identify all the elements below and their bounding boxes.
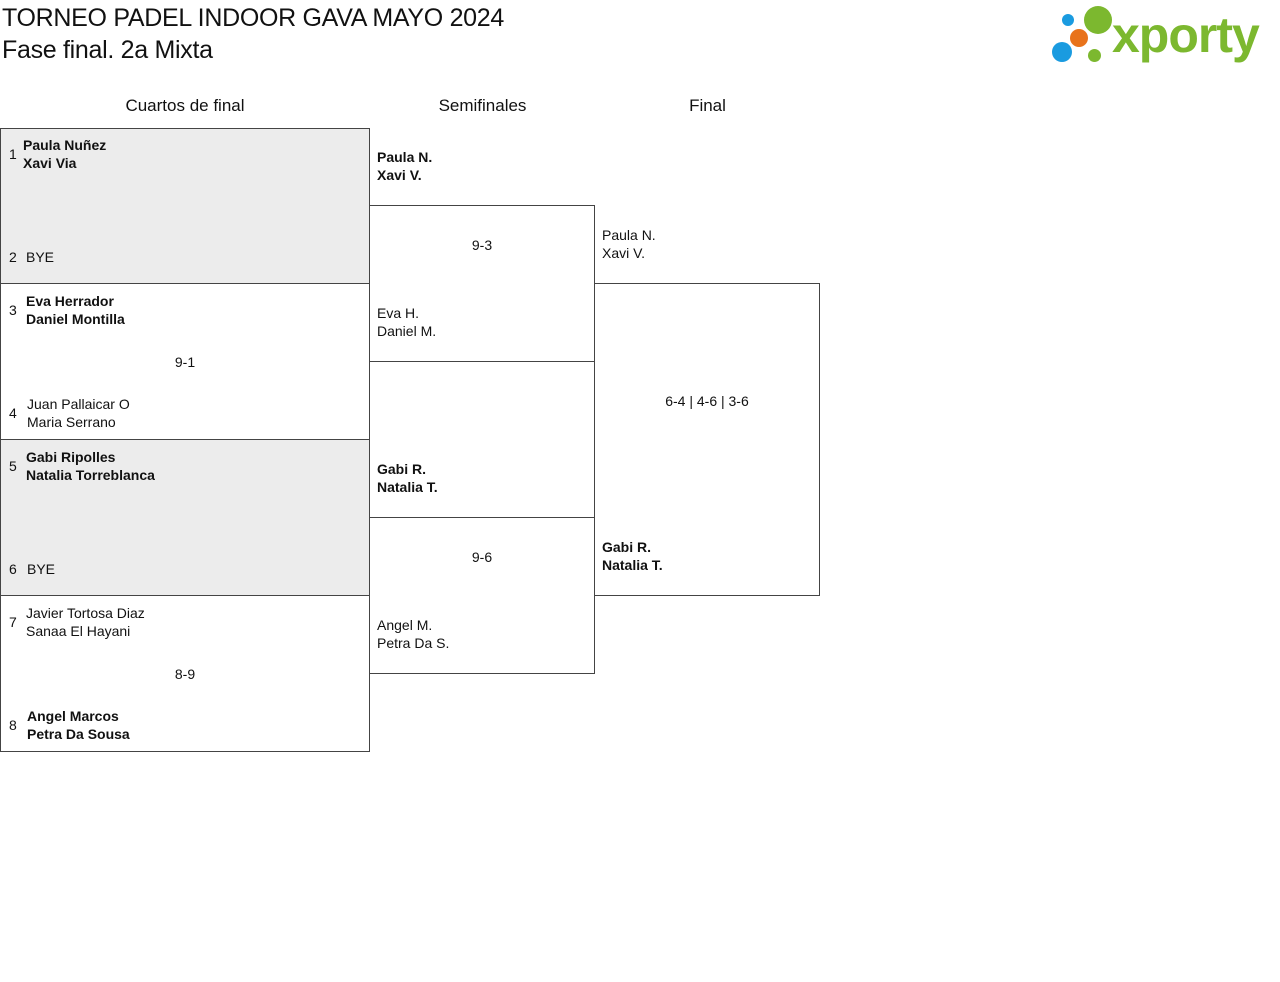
final-match: 6-4 | 4-6 | 3-6 Gabi R. Natalia T. [594,283,820,596]
quarterfinal-match-4: 7 Javier Tortosa Diaz Sanaa El Hayani 8-… [0,595,370,752]
phase-subtitle: Fase final. 2a Mixta [2,36,213,64]
team-winner: Angel Marcos Petra Da Sousa [27,707,130,743]
final-team-top: Paula N. Xavi V. [602,226,656,262]
match-score: 6-4 | 4-6 | 3-6 [665,393,749,409]
seed-number: 4 [9,405,17,421]
semifinal-1-team-bottom: Eva H. Daniel M. [377,304,436,340]
player-name: Maria Serrano [27,414,116,430]
player-name: Angel M. [377,617,433,633]
player-name: Natalia Torreblanca [26,467,155,483]
quarterfinal-match-1: 1 Paula Nuñez Xavi Via 2 BYE [0,128,370,284]
player-name: Javier Tortosa Diaz [26,605,145,621]
player-name: BYE [26,249,55,265]
logo-dot-green [1084,6,1112,34]
player-name: Daniel Montilla [26,311,125,327]
player-name: Petra Da Sousa [27,726,130,742]
player-name: Gabi R. [602,539,652,555]
player-name: Juan Pallaicar O [27,396,130,412]
quarterfinal-match-2: 3 Eva Herrador Daniel Montilla 9-1 4 Jua… [0,283,370,440]
player-name: Eva Herrador [26,293,114,309]
team-winner: Paula Nuñez Xavi Via [23,136,106,172]
round-heading-semifinals: Semifinales [438,96,527,115]
seed-number: 8 [9,717,17,733]
player-name: Angel Marcos [27,708,119,724]
player-name: Paula N. [602,227,656,243]
team-bye: BYE [27,560,55,578]
match-score: 9-3 [471,237,493,253]
final-team-bottom: Gabi R. Natalia T. [602,538,663,574]
match-score: 9-1 [174,354,196,370]
match-score: 8-9 [174,666,196,682]
semifinal-2-team-bottom: Angel M. Petra Da S. [377,616,449,652]
player-name: Xavi V. [602,245,646,261]
seed-number: 3 [9,302,17,318]
round-heading-quarterfinals: Cuartos de final [125,96,245,115]
player-name: Sanaa El Hayani [26,623,131,639]
semifinal-match-2: 9-6 Angel M. Petra Da S. [369,517,595,674]
seed-number: 7 [9,614,17,630]
semifinal-1-team-top: Paula N. Xavi V. [377,148,432,184]
player-name: Daniel M. [377,323,437,339]
team-loser: Juan Pallaicar O Maria Serrano [27,395,130,431]
seed-number: 5 [9,458,17,474]
player-name: Xavi Via [23,155,77,171]
quarterfinal-match-3: 5 Gabi Ripolles Natalia Torreblanca 6 BY… [0,439,370,596]
logo-dot-blue [1052,42,1072,62]
seed-number: 2 [9,249,17,265]
tournament-title: TORNEO PADEL INDOOR GAVA MAYO 2024 [2,4,504,32]
team-winner: Eva Herrador Daniel Montilla [26,292,125,328]
player-name: Paula N. [377,149,433,165]
team-loser: Javier Tortosa Diaz Sanaa El Hayani [26,604,145,640]
player-name: Eva H. [377,305,420,321]
seed-number: 6 [9,561,17,577]
logo-text: xporty [1112,7,1260,63]
match-score: 9-6 [471,549,493,565]
player-name: Xavi V. [377,167,422,183]
player-name: BYE [27,561,56,577]
player-name: Petra Da S. [377,635,450,651]
team-winner: Gabi Ripolles Natalia Torreblanca [26,448,155,484]
round-heading-final: Final [689,96,726,115]
logo-dot-blue-small [1062,14,1074,26]
team-bye: BYE [26,248,54,266]
player-name: Gabi R. [377,461,427,477]
player-name: Natalia T. [602,557,663,573]
semifinal-match-1: 9-3 Eva H. Daniel M. [369,205,595,362]
xporty-logo: xporty [1050,4,1276,66]
seed-number: 1 [9,146,17,162]
player-name: Paula Nuñez [23,137,107,153]
semifinal-2-team-top: Gabi R. Natalia T. [377,460,438,496]
logo-dot-green-small [1088,49,1101,62]
player-name: Gabi Ripolles [26,449,116,465]
logo-dot-orange [1070,29,1088,47]
player-name: Natalia T. [377,479,438,495]
